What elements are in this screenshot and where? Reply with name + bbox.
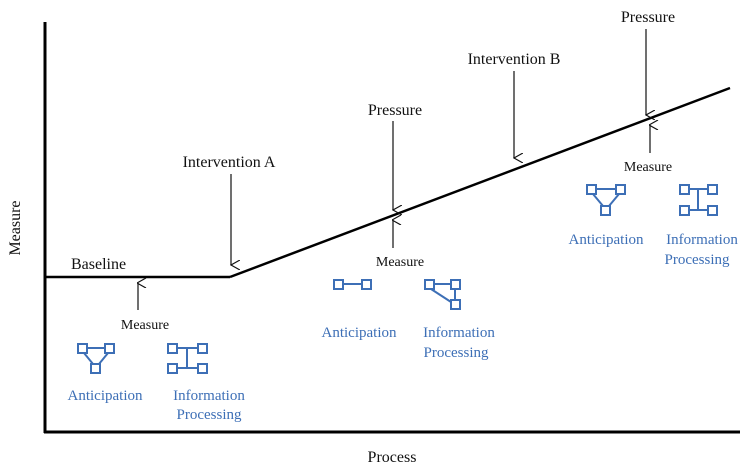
pressure-2-information-icon: [679, 184, 718, 216]
pressure-1-information-icon: [424, 279, 461, 310]
pressure-2-information-label: Information: [666, 232, 738, 248]
intervention-b-label: Intervention B: [468, 51, 561, 68]
pressure-1-processing-label: Processing: [424, 345, 489, 361]
pressure-2-processing-label: Processing: [665, 252, 730, 268]
pressure-1-anticipation-icon: [333, 279, 372, 290]
pressure-2-anticipation-label: Anticipation: [569, 232, 644, 248]
baseline-measure-label: Measure: [121, 318, 169, 333]
pressure-1-label: Pressure: [368, 102, 422, 119]
intervention-a-label: Intervention A: [183, 154, 276, 171]
y-axis-label: Measure: [7, 200, 24, 255]
pressure-2-label: Pressure: [621, 9, 675, 26]
baseline-anticipation-label: Anticipation: [68, 388, 143, 404]
pressure-1-information-label: Information: [423, 325, 495, 341]
baseline-processing-label: Processing: [177, 407, 242, 423]
baseline-information-icon: [167, 343, 208, 374]
x-axis-label: Process: [368, 449, 417, 466]
trend-line: [229, 86, 731, 279]
baseline-anticipation-icon: [77, 343, 115, 374]
pressure-1-measure-label: Measure: [376, 255, 424, 270]
baseline-label: Baseline: [71, 256, 126, 273]
pressure-2-anticipation-icon: [586, 184, 626, 216]
pressure-2-measure-label: Measure: [624, 160, 672, 175]
pressure-1-anticipation-label: Anticipation: [322, 325, 397, 341]
baseline-information-label: Information: [173, 388, 245, 404]
